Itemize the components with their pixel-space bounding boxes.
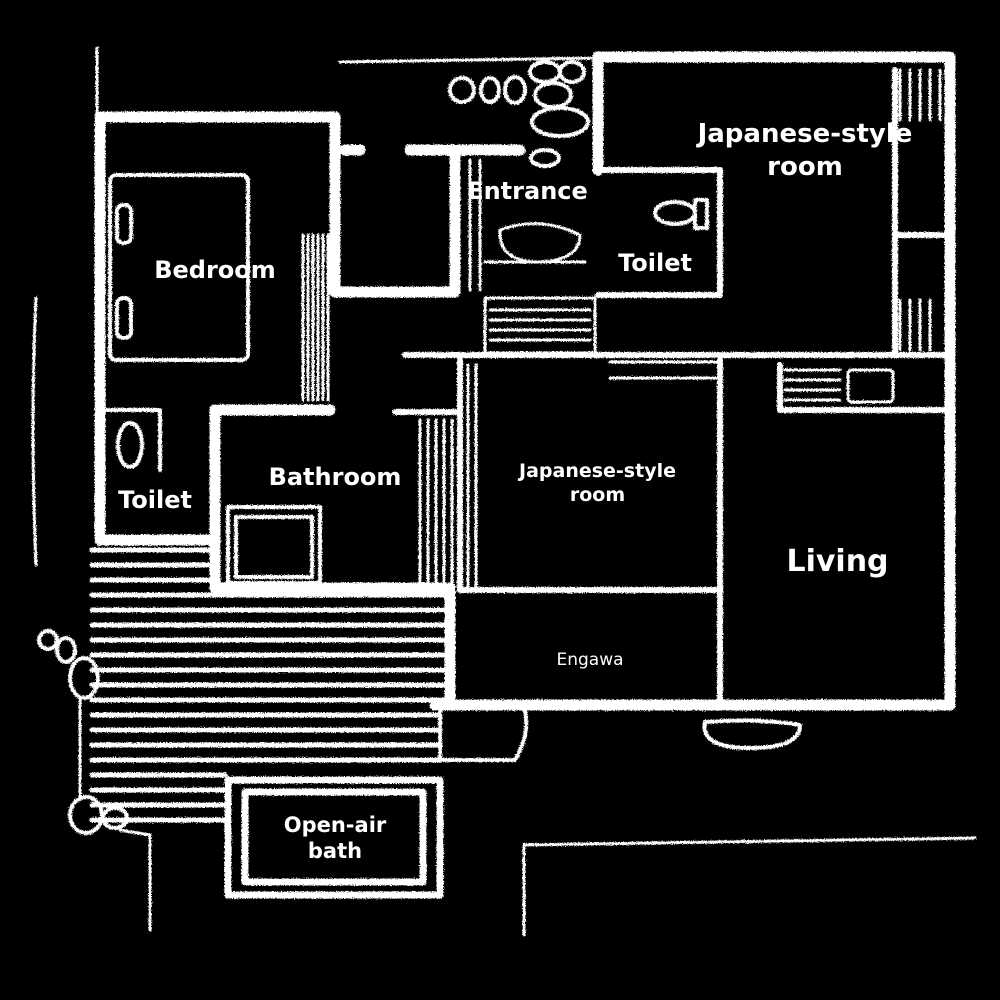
exterior-walls bbox=[94, 51, 956, 711]
bedroom-label: Bedroom bbox=[154, 256, 276, 284]
stepping-stones bbox=[448, 60, 590, 168]
site-boundary-lines bbox=[31, 46, 977, 937]
toilet-west-label: Toilet bbox=[118, 486, 192, 514]
entrance-steps bbox=[468, 158, 597, 355]
open-air-bath-tub bbox=[224, 776, 444, 899]
open-air-bath-label: Open-air bath bbox=[283, 813, 387, 864]
toilet-west-icon bbox=[100, 408, 162, 472]
interior-walls bbox=[392, 67, 948, 708]
closet-hatch bbox=[301, 233, 330, 402]
bathroom-label: Bathroom bbox=[268, 463, 402, 491]
engawa-label: Engawa bbox=[556, 650, 624, 670]
garden-stones bbox=[37, 629, 802, 835]
wooden-deck bbox=[89, 547, 453, 823]
bed-icon bbox=[108, 173, 250, 362]
kitchen-hatch bbox=[608, 68, 942, 404]
toilet-north-icon bbox=[653, 198, 709, 230]
living-label: Living bbox=[786, 544, 889, 579]
toilet-north-label: Toilet bbox=[618, 249, 692, 277]
japanese-room-north-label: Japanese-style room bbox=[697, 119, 913, 182]
entrance-label: Entrance bbox=[467, 177, 588, 205]
bathtub-icon bbox=[226, 505, 322, 585]
closet-hatch-center bbox=[418, 363, 478, 590]
japanese-room-center-label: Japanese-style room bbox=[519, 460, 676, 506]
